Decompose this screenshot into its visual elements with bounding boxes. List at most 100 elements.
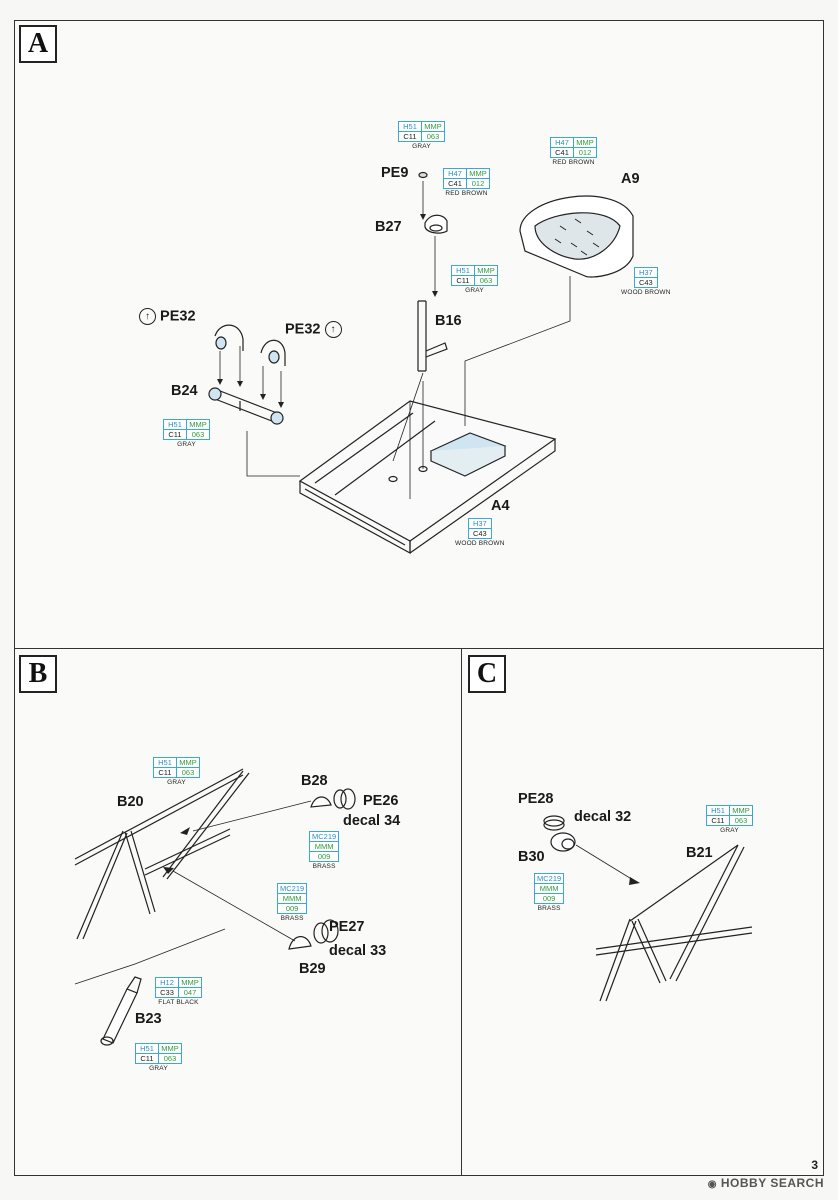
floor-panel-a4 <box>298 400 557 542</box>
label-b30: B30 <box>518 849 545 865</box>
paint-code-cell: 063 <box>158 1053 182 1064</box>
label-pe27: PE27 <box>329 919 365 935</box>
paint-code-cell: MC219 <box>308 831 340 842</box>
label-a9: A9 <box>621 171 640 187</box>
strut-b20 <box>74 768 244 866</box>
step-c-illustration <box>543 815 753 1002</box>
camera-icon: ◉ <box>707 1179 718 1190</box>
part-pe9 <box>418 171 428 179</box>
label-b21: B21 <box>686 845 713 861</box>
paint-code-cell: C11 <box>706 815 730 826</box>
part-b28 <box>310 796 332 808</box>
paint-code-cell: 009 <box>533 893 565 904</box>
paint-color-name: WOOD BROWN <box>455 540 505 547</box>
label-decal-32: decal 32 <box>574 809 632 825</box>
paint-code-cell: MMP <box>178 977 202 988</box>
paint-code-cell: 012 <box>573 147 597 158</box>
seat-tufting <box>554 218 600 256</box>
paint-code-cell: C11 <box>163 429 187 440</box>
paint-code-cell: 012 <box>466 178 490 189</box>
paint-code-cell: MC219 <box>533 873 565 884</box>
rotate-arrow-icon: ↑ <box>139 308 156 325</box>
paint-code-cell: H51 <box>451 265 475 276</box>
label-b27: B27 <box>375 219 402 235</box>
paint-code-cell: C11 <box>153 767 177 778</box>
label-a4: A4 <box>491 498 510 514</box>
label-b20: B20 <box>117 794 144 810</box>
paint-code-cell: C43 <box>633 277 658 288</box>
paint-code-cell: H51 <box>163 419 187 430</box>
label-pe32-right: PE32 ↑ <box>285 321 342 338</box>
label-b29: B29 <box>299 961 326 977</box>
paint-code-cell: 009 <box>276 903 308 914</box>
clip-pe32-left <box>214 324 244 351</box>
paint-color-name: GRAY <box>720 827 739 834</box>
paint-code-cell: C41 <box>443 178 467 189</box>
paint-code-cell: 047 <box>178 987 202 998</box>
column-b16 <box>417 300 427 372</box>
paint-ref-wood-brown-seat: H37 C43 WOOD BROWN <box>621 267 671 296</box>
label-b16: B16 <box>435 313 462 329</box>
page-number: 3 <box>811 1158 818 1172</box>
label-decal-34: decal 34 <box>343 813 401 829</box>
paint-code-cell: MMP <box>466 168 490 179</box>
label-b23: B23 <box>135 1011 162 1027</box>
paint-code-cell: C11 <box>135 1053 159 1064</box>
paint-code-cell: 063 <box>729 815 753 826</box>
paint-code-cell: MMP <box>421 121 445 132</box>
paint-code-cell: MMM <box>276 893 308 904</box>
paint-code-cell: C11 <box>451 275 475 286</box>
paint-code-cell: H51 <box>135 1043 159 1054</box>
strut-b21 <box>595 926 753 956</box>
label-pe9: PE9 <box>381 165 409 181</box>
paint-code-cell: H51 <box>398 121 422 132</box>
paint-color-name: WOOD BROWN <box>621 289 671 296</box>
label-decal-33: decal 33 <box>329 943 387 959</box>
paint-color-name: GRAY <box>177 441 196 448</box>
paint-code-cell: 063 <box>474 275 498 286</box>
paint-code-cell: 063 <box>176 767 200 778</box>
paint-code-cell: MMP <box>729 805 753 816</box>
label-pe32-left: ↑ PE32 <box>139 308 196 325</box>
paint-code-cell: H51 <box>706 805 730 816</box>
paint-color-name: GRAY <box>412 143 431 150</box>
paint-code-cell: H37 <box>633 267 658 278</box>
paint-code-cell: MMM <box>308 841 340 852</box>
paint-ref-brass-b29: MC219 MMM 009 BRASS <box>276 883 308 922</box>
paint-code-cell: 009 <box>308 851 340 862</box>
paint-ref-brass-b28: MC219 MMM 009 BRASS <box>308 831 340 870</box>
label-pe28: PE28 <box>518 791 554 807</box>
step-c-label: C <box>468 655 506 693</box>
label-b28: B28 <box>301 773 328 789</box>
paint-color-name: GRAY <box>149 1065 168 1072</box>
paint-code-cell: C41 <box>550 147 574 158</box>
step-b-illustration <box>74 768 356 1046</box>
paint-code-cell: H51 <box>153 757 177 768</box>
bar-b24 <box>214 388 278 424</box>
clip-pe32-right <box>260 339 286 366</box>
paint-color-name: GRAY <box>465 287 484 294</box>
paint-code-cell: MMP <box>186 419 210 430</box>
paint-color-name: FLAT BLACK <box>158 999 199 1006</box>
part-b29 <box>288 936 312 950</box>
paint-color-name: GRAY <box>167 779 186 786</box>
part-b23 <box>102 988 138 1044</box>
rotate-arrow-icon: ↑ <box>324 321 342 338</box>
paint-code-cell: H47 <box>550 137 574 148</box>
watermark: ◉ HOBBY SEARCH <box>708 1176 824 1190</box>
paint-code-cell: C33 <box>155 987 179 998</box>
step-a-label: A <box>19 25 57 63</box>
paint-code-cell: C11 <box>398 131 422 142</box>
paint-code-cell: H12 <box>155 977 179 988</box>
paint-code-cell: MMP <box>474 265 498 276</box>
paint-ref-wood-brown-floor: H37 C43 WOOD BROWN <box>455 518 505 547</box>
